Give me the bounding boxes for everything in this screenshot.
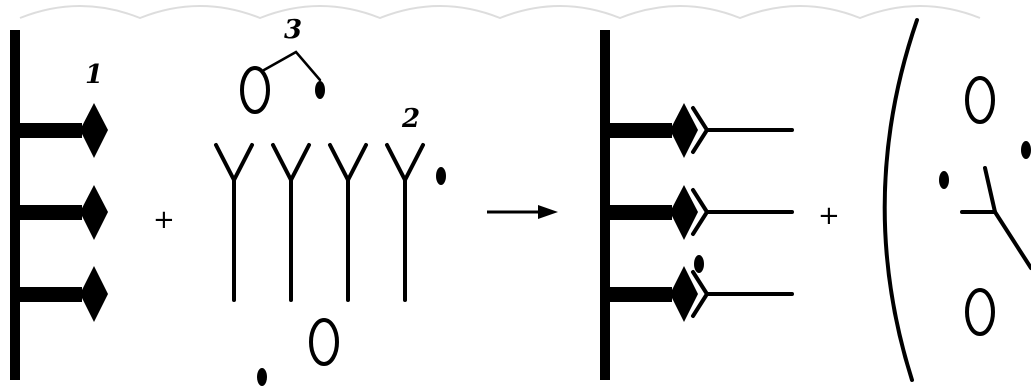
- circle-component: [240, 66, 270, 114]
- immobilized-ligand: [20, 266, 108, 322]
- y-receptor: [271, 143, 311, 302]
- bound-receptor: [691, 106, 794, 154]
- label-3: 3: [284, 15, 302, 45]
- dot-component: [939, 141, 1031, 189]
- free-receptor: [960, 166, 1031, 270]
- y-receptor: [214, 143, 254, 302]
- y-receptor: [328, 143, 368, 302]
- bound-receptor: [691, 188, 794, 236]
- bound-receptors: [691, 106, 794, 318]
- solution-unbound: [882, 18, 1031, 382]
- circle-component: [965, 76, 995, 124]
- solid-support-right: [600, 30, 698, 380]
- immobilized-ligand: [610, 103, 698, 158]
- solution-boundary: [882, 18, 919, 382]
- watermark-band: [19, 5, 981, 20]
- label-1: 1: [85, 60, 103, 90]
- bound-receptor: [691, 270, 794, 318]
- immobilized-ligand: [610, 185, 698, 240]
- immobilized-ligand: [610, 266, 698, 322]
- receptor-mixture: [214, 50, 425, 366]
- solid-support-left: [10, 30, 108, 380]
- immobilized-ligand: [20, 103, 108, 158]
- dot-component: [694, 255, 704, 273]
- circle-component: [965, 288, 995, 336]
- immobilized-ligand: [20, 185, 108, 240]
- circle-component: [309, 318, 339, 366]
- plus-operator-2: +: [818, 201, 840, 231]
- y-receptor: [385, 143, 425, 302]
- plus-operator-1: +: [153, 205, 175, 235]
- reaction-arrow: [487, 205, 558, 219]
- label-3-leader: [262, 50, 322, 82]
- dot-component: [257, 81, 446, 386]
- label-2: 2: [401, 104, 420, 134]
